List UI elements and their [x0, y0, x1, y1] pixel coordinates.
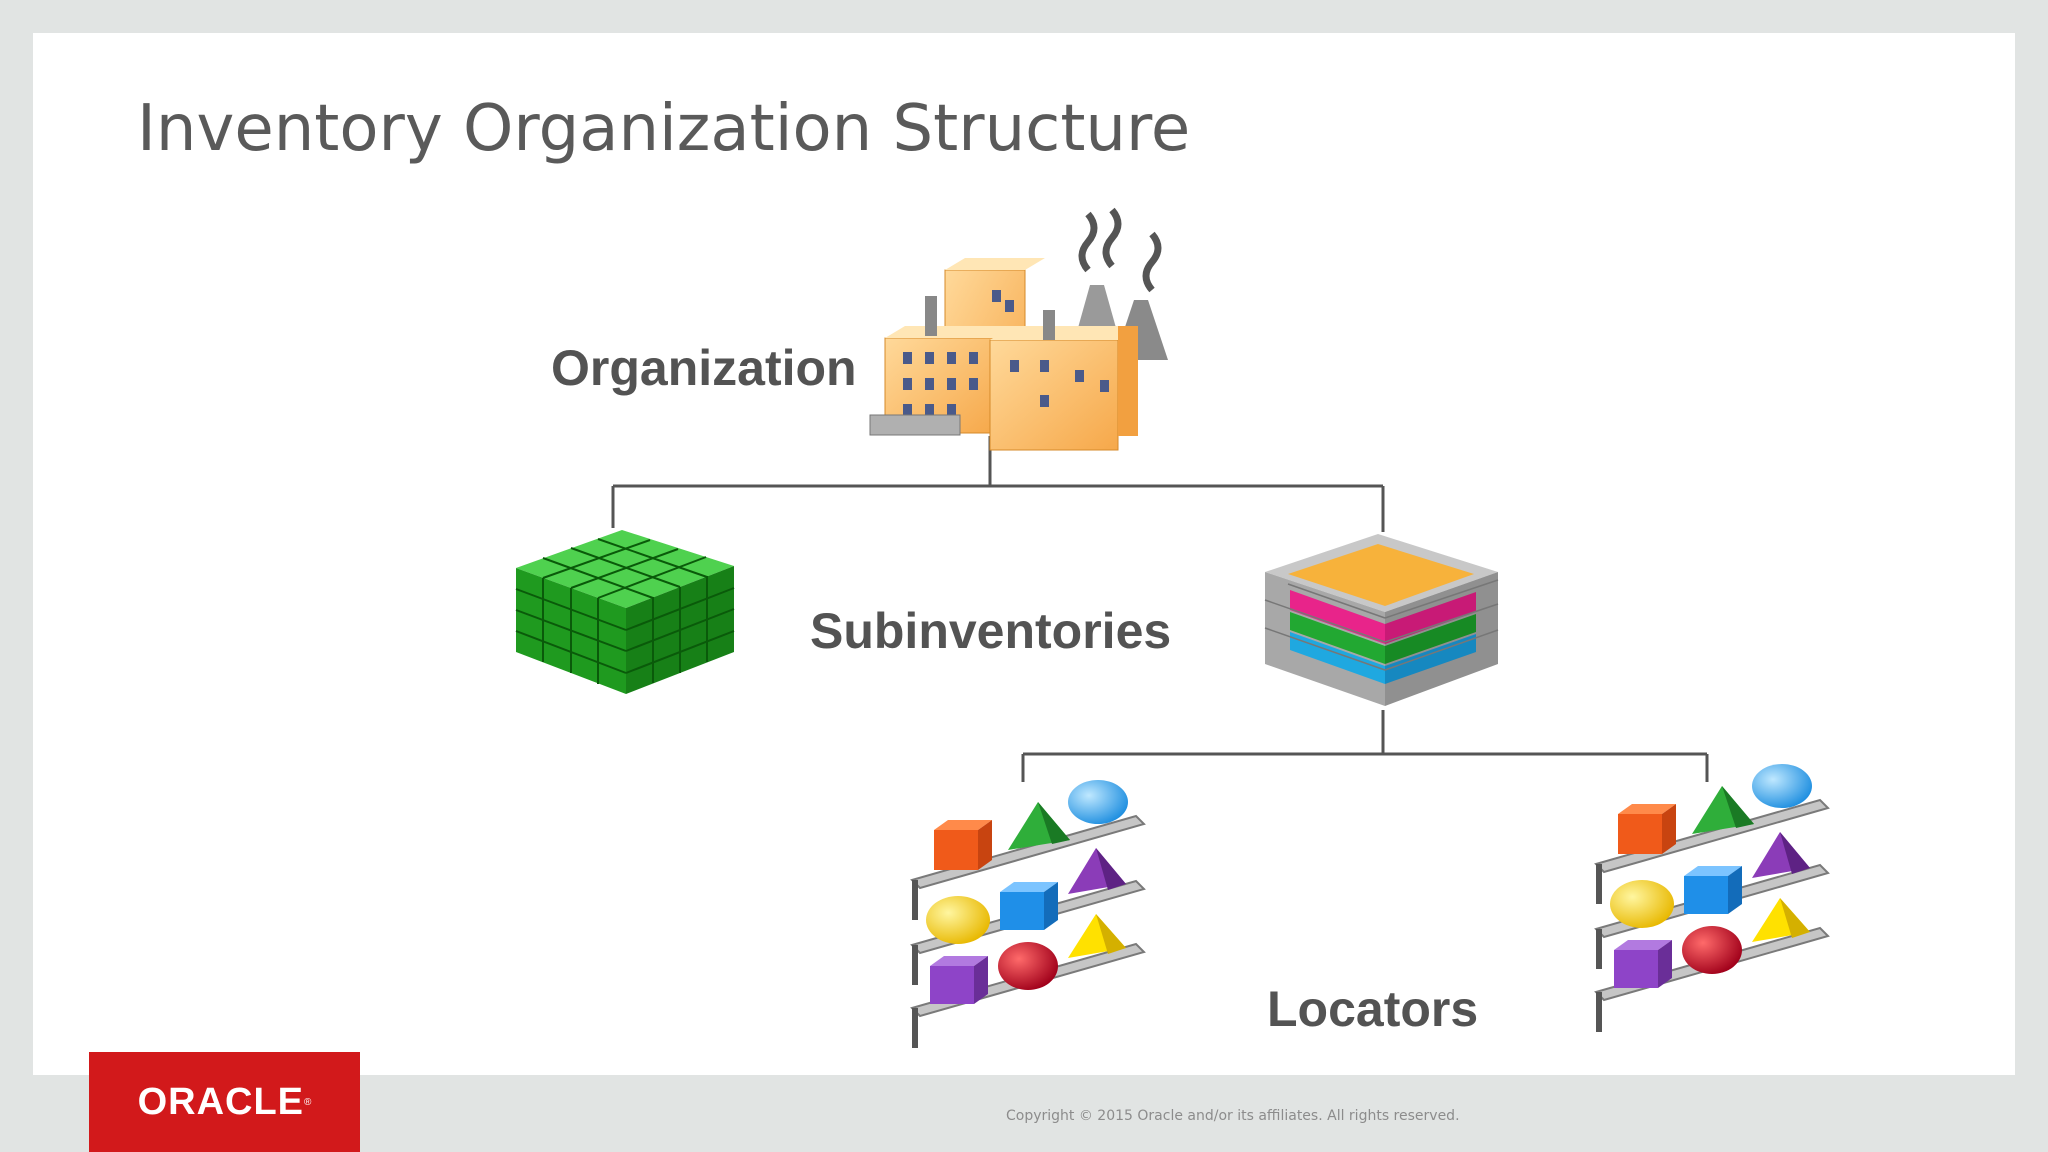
- locators-label: Locators: [1267, 981, 1479, 1037]
- shelf-with-items-icon: [910, 780, 1146, 1048]
- connector-lines: [611, 436, 1709, 782]
- organization-label: Organization: [551, 340, 857, 396]
- slide-title: Inventory Organization Structure: [137, 92, 1191, 166]
- oracle-logo: ORACLE®: [89, 1052, 360, 1152]
- layered-cube-stack-icon: [1264, 534, 1499, 706]
- subinventories-label: Subinventories: [810, 603, 1172, 659]
- shelf-with-items-icon: [1594, 764, 1830, 1032]
- oracle-logo-text: ORACLE: [137, 1080, 305, 1123]
- factory-icon: [869, 207, 1168, 451]
- green-cube-stack-icon: [515, 530, 735, 694]
- copyright-notice: Copyright © 2015 Oracle and/or its affil…: [1006, 1108, 1460, 1124]
